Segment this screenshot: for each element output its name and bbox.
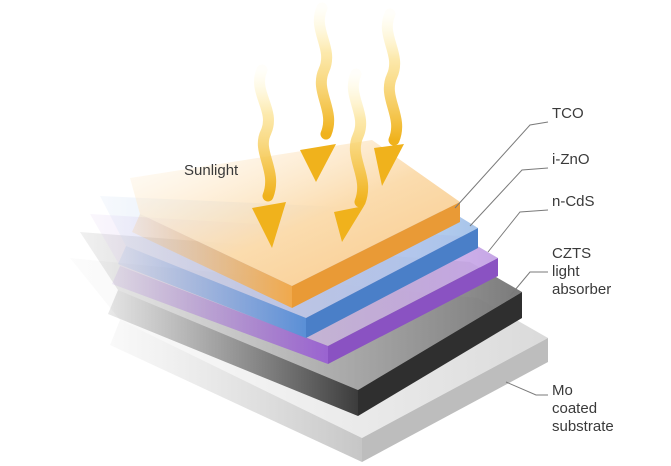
leader-lines <box>454 121 549 396</box>
mo-substrate-side-face <box>362 338 548 462</box>
layer-label-izno: i-ZnO <box>552 151 590 168</box>
leader-line-tco <box>454 121 549 209</box>
sunlight-ray-2-icon <box>300 2 336 182</box>
ncds-side-face <box>328 258 498 364</box>
czts-front-face <box>108 290 358 416</box>
leader-line-mo <box>505 381 548 396</box>
leader-line-izno <box>469 167 549 227</box>
layer-label-ncds: n-CdS <box>552 193 595 210</box>
sunlight-rays <box>252 2 404 248</box>
izno-front-face <box>118 246 306 338</box>
tco-front-face <box>132 214 292 308</box>
tco-top-face <box>130 140 460 286</box>
layer-label-tco: TCO <box>552 105 584 122</box>
izno-side-face <box>306 228 478 338</box>
sunlight-label: Sunlight <box>184 162 239 179</box>
leader-line-czts <box>509 271 548 297</box>
sunlight-ray-4-icon <box>334 68 369 242</box>
mo-substrate-front-face <box>110 320 362 462</box>
layer-label-mo: Mo coated substrate <box>552 382 614 435</box>
layer-label-czts: CZTS light absorber <box>552 245 612 298</box>
sunlight-ray-3-icon <box>374 8 404 186</box>
layer-tco <box>130 140 460 308</box>
tco-side-face <box>292 202 460 308</box>
leader-line-ncds <box>487 209 549 253</box>
czts-side-face <box>358 292 522 416</box>
ncds-front-face <box>112 266 328 364</box>
sunlight-ray-1-icon <box>252 64 286 248</box>
